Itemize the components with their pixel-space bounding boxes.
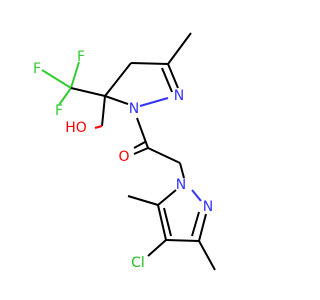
molecule-structure: F F F HO N N O N N Cl <box>33 32 216 271</box>
atom-f3: F <box>55 103 63 119</box>
bond-c4pz-cl <box>147 239 167 257</box>
bonds <box>41 32 216 271</box>
bond-c4pz-c3pz <box>165 239 200 242</box>
bond-cf3-f2 <box>70 61 80 89</box>
atom-hydroxyl: HO <box>65 120 87 136</box>
atom-o-carbonyl: O <box>118 149 129 165</box>
bond-cf3-f3 <box>58 87 72 106</box>
bond-ch2-n1pz <box>179 162 185 179</box>
atom-n-pyrazole-1: N <box>176 177 186 193</box>
atom-chlorine: Cl <box>131 255 145 271</box>
bond-c5-oh-o <box>94 125 103 129</box>
bond-c3pz-n2pz-double <box>191 211 200 237</box>
bond-carbonyl-o-double <box>133 141 146 149</box>
bond-n1pz-c5pz <box>157 189 177 206</box>
bond-carbonyl-o <box>133 147 149 155</box>
bond-c3-n2 <box>167 63 179 89</box>
atom-n-pyrazole-2: N <box>203 199 213 215</box>
bond-cf3-f1 <box>41 69 72 89</box>
atom-n-pyrazoline-1: N <box>129 101 139 117</box>
bond-n1-c5 <box>104 95 129 105</box>
atom-n-pyrazoline-2: N <box>174 88 184 104</box>
bond-c5pz-methyl <box>127 195 159 206</box>
bond-c3-methyl <box>167 32 192 65</box>
bond-c3pz-n2pz <box>198 213 207 242</box>
atom-f1: F <box>33 61 41 77</box>
bond-c3pz-methyl <box>198 240 216 271</box>
bond-n2pz-n1pz <box>191 189 202 202</box>
atom-f2: F <box>77 49 85 65</box>
bond-carbonyl-ch2 <box>147 147 181 164</box>
bond-c5pz-c4pz-double <box>163 207 172 237</box>
bond-c4-c3 <box>130 62 169 65</box>
bond-n2-n1 <box>139 97 169 107</box>
bond-c5-c4 <box>104 62 132 97</box>
bond-c5-oh <box>101 95 106 127</box>
atom-labels: F F F HO N N O N N Cl <box>33 49 213 271</box>
bond-c5pz-c4pz <box>157 204 167 241</box>
bond-cf3-c5 <box>70 87 106 97</box>
bond-n1-carbonyl <box>136 117 149 149</box>
bond-c3-n2-double <box>161 67 173 93</box>
